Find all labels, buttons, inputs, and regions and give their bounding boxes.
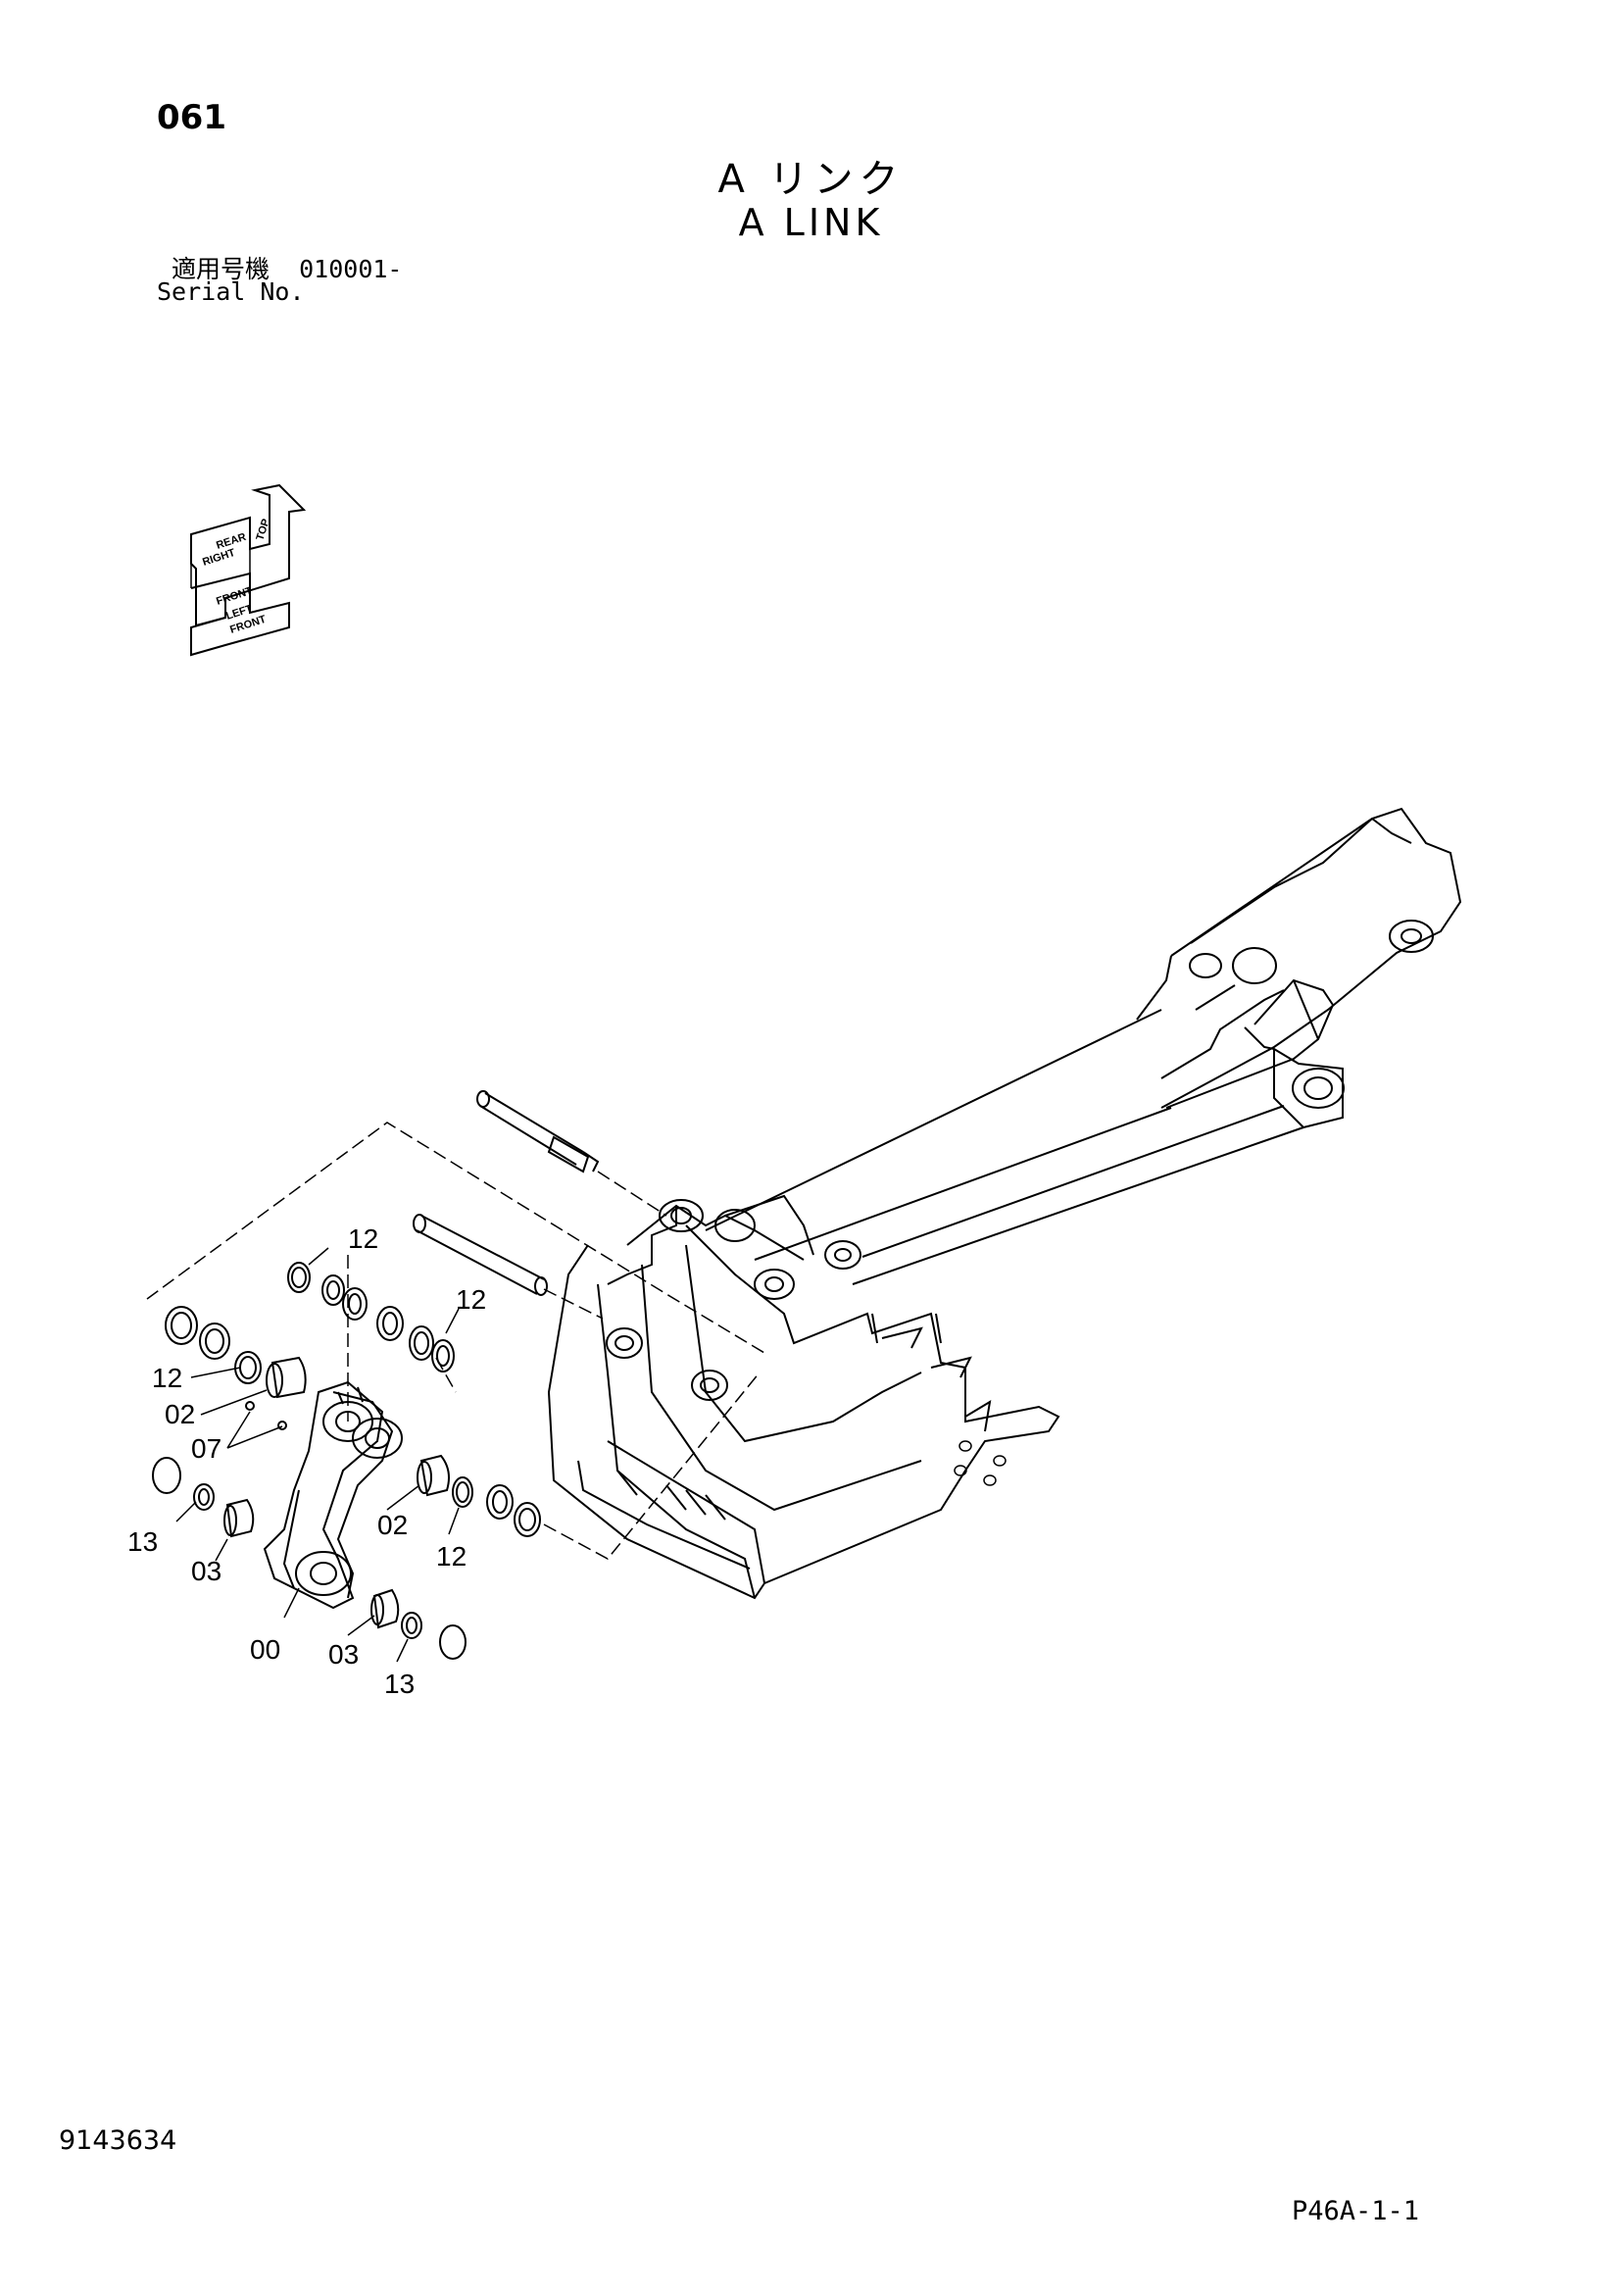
title-english: A LINK xyxy=(738,201,884,244)
callout-12-right: 12 xyxy=(456,1284,486,1315)
arm-structure xyxy=(705,807,1462,1285)
a-link-part xyxy=(263,1380,403,1610)
callout-03-left: 03 xyxy=(191,1556,221,1586)
serial-line-japanese: 適用号機 010001- xyxy=(172,250,402,285)
sheet-number: P46A-1-1 xyxy=(1292,2196,1420,2226)
callout-labels: 12 12 12 02 07 13 03 00 02 12 03 13 xyxy=(127,1223,486,1699)
bucket xyxy=(547,1194,1060,1600)
serial-label-english: Serial No. xyxy=(157,277,305,306)
callout-12-top: 12 xyxy=(348,1223,378,1254)
callout-12-left: 12 xyxy=(152,1363,182,1393)
title-japanese: A リンク xyxy=(717,157,905,202)
callout-00: 00 xyxy=(250,1634,280,1665)
callout-03-bottom: 03 xyxy=(328,1639,359,1670)
document-number: 9143634 xyxy=(59,2125,177,2156)
leader-lines xyxy=(146,1122,765,1560)
serial-label-jp: 適用号機 xyxy=(172,255,270,283)
pins xyxy=(413,1090,600,1296)
serial-value: 010001- xyxy=(299,255,403,283)
callout-13-bottom: 13 xyxy=(384,1669,415,1699)
orientation-icon: TOP REAR RIGHT FRONT LEFT FRONT xyxy=(190,483,307,657)
callout-leaders xyxy=(175,1247,460,1663)
small-parts xyxy=(152,1262,541,1660)
page-number: 061 xyxy=(157,98,226,137)
callout-13-left: 13 xyxy=(127,1526,158,1557)
callout-02-left: 02 xyxy=(165,1399,195,1429)
callout-02-right: 02 xyxy=(377,1510,408,1540)
callout-12-bottom: 12 xyxy=(436,1541,467,1572)
callout-07: 07 xyxy=(191,1433,221,1464)
